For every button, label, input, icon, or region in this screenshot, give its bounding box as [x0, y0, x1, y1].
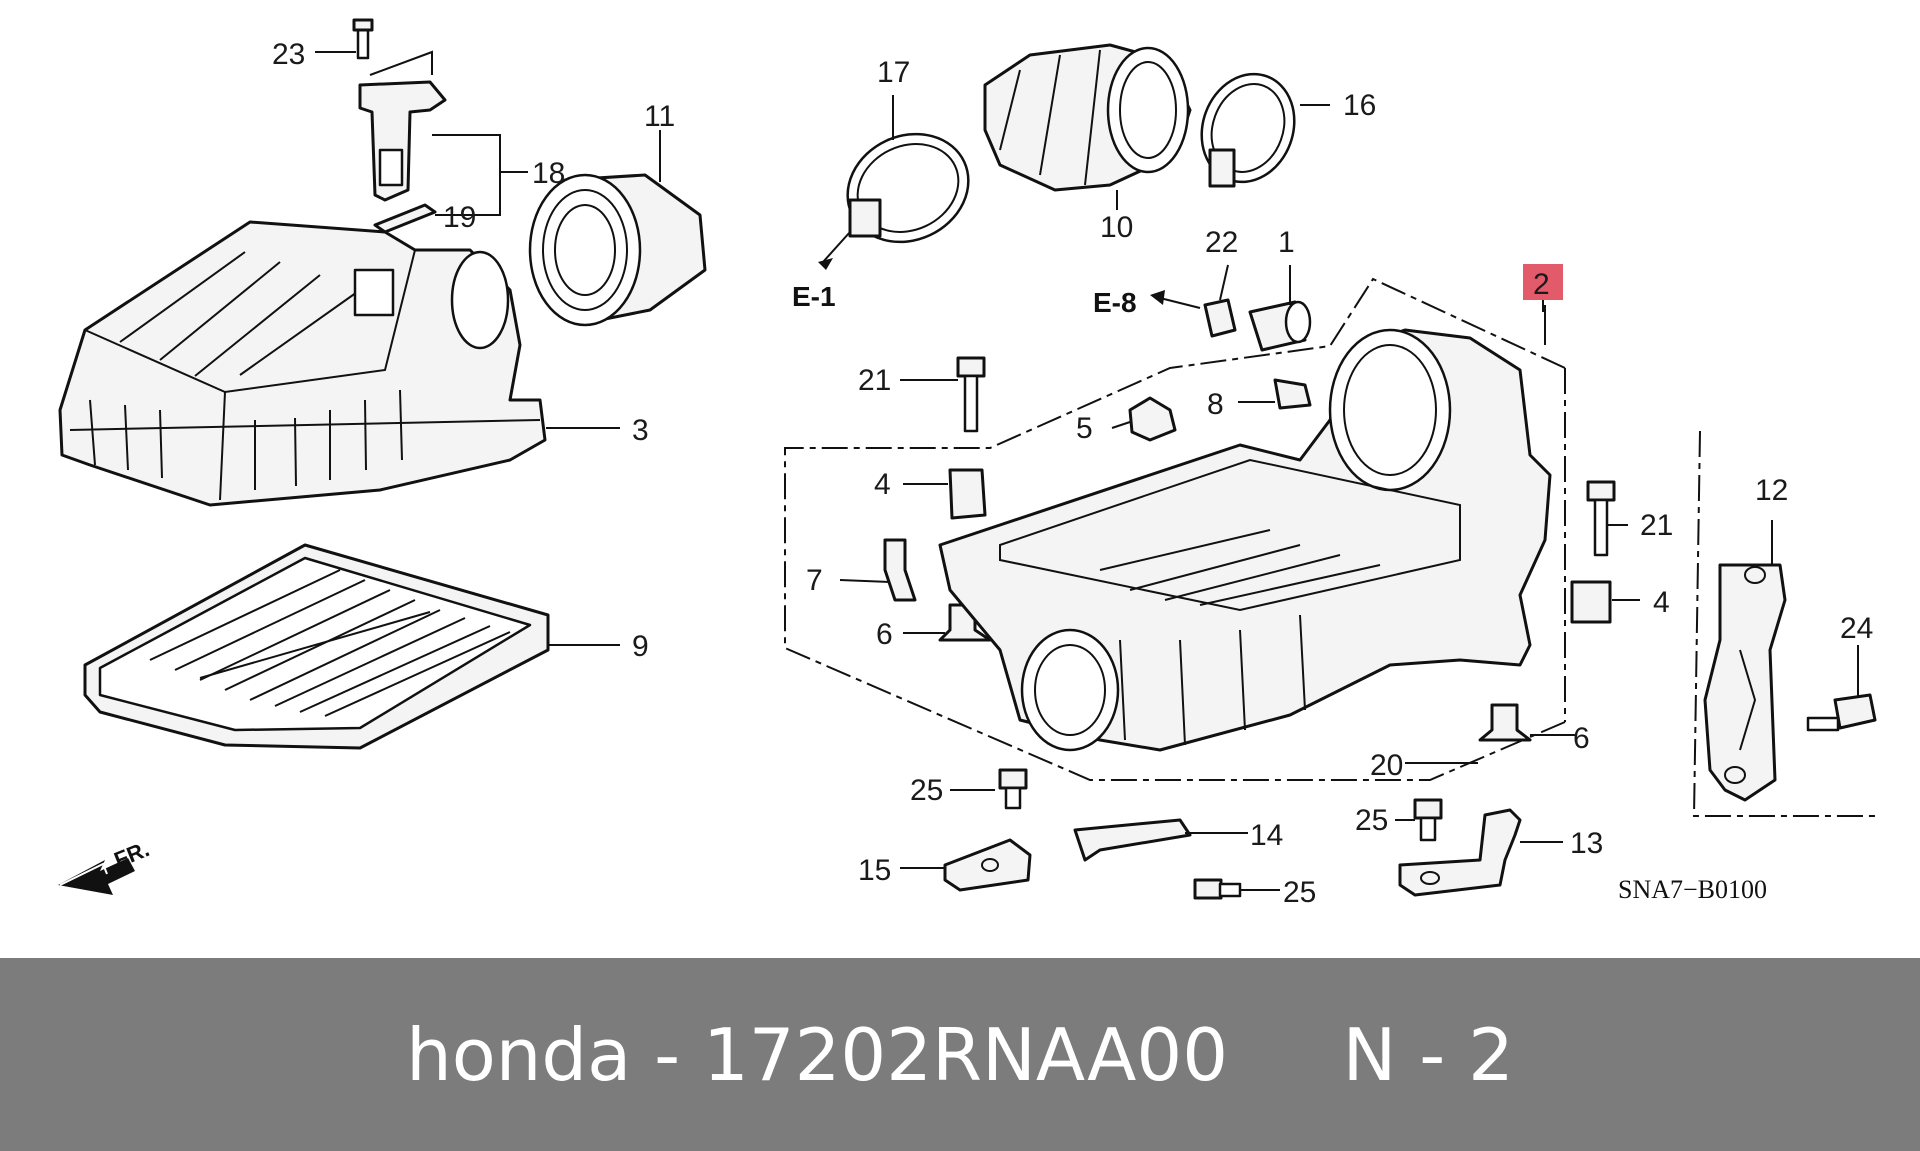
callout-11: 11	[644, 100, 675, 133]
assembly-outline-2	[784, 277, 1566, 781]
air-flow-sensor	[352, 18, 447, 234]
callout-6-left: 6	[876, 618, 893, 651]
reference-e8: E-8	[1093, 287, 1137, 318]
callout-23: 23	[272, 38, 305, 71]
hose-band-17	[846, 132, 970, 244]
callout-10: 10	[1100, 211, 1133, 244]
callout-13: 13	[1570, 827, 1603, 860]
reference-e1: E-1	[792, 281, 836, 312]
callout-4-right: 4	[1653, 586, 1670, 619]
assembly-outline-12	[1692, 430, 1878, 817]
callout-5: 5	[1076, 412, 1093, 445]
air-cleaner-case	[938, 328, 1552, 752]
bolts	[956, 356, 1877, 900]
callout-4-left: 4	[874, 468, 891, 501]
callout-1: 1	[1278, 226, 1295, 259]
front-direction-arrow-icon	[58, 858, 135, 895]
callout-16: 16	[1343, 89, 1376, 122]
callout-24: 24	[1840, 612, 1873, 645]
callout-12: 12	[1755, 474, 1788, 507]
callout-21-left: 21	[858, 364, 891, 397]
parts-diagram: 23 18 19 11 3 9 17 10 16 22 1 2 21 8 5 4…	[58, 18, 1878, 909]
air-cleaner-cover	[58, 220, 547, 507]
small-parts-upper	[883, 298, 1612, 742]
reference-arrows	[818, 231, 1201, 309]
callout-2: 2	[1533, 268, 1550, 301]
callout-3: 3	[632, 414, 649, 447]
callout-21-right: 21	[1640, 509, 1673, 542]
leader-lines	[315, 50, 1859, 891]
callout-9: 9	[632, 630, 649, 663]
callout-22: 22	[1205, 226, 1238, 259]
callout-18: 18	[532, 157, 565, 190]
part-number-caption: honda - 17202RNAA00 N - 2	[406, 1012, 1514, 1097]
callout-8: 8	[1207, 388, 1224, 421]
callout-20: 20	[1370, 749, 1403, 782]
inlet-tube	[528, 173, 707, 327]
front-label: FR.	[111, 836, 153, 872]
air-filter-element	[83, 543, 550, 750]
callout-2-highlight	[1523, 264, 1563, 300]
bracket-12	[1703, 563, 1787, 802]
brackets-lower	[943, 808, 1522, 897]
footer-bar: honda - 17202RNAA00 N - 2	[0, 958, 1920, 1151]
callout-15: 15	[858, 854, 891, 887]
callout-6-right: 6	[1573, 722, 1590, 755]
intake-duct	[983, 43, 1192, 192]
callout-25-middle: 25	[1355, 804, 1388, 837]
callout-19: 19	[443, 201, 476, 234]
callout-25-left: 25	[910, 774, 943, 807]
hose-band-16	[1200, 72, 1296, 188]
callout-25-bottom: 25	[1283, 876, 1316, 909]
callout-7: 7	[806, 564, 823, 597]
callout-14: 14	[1250, 819, 1283, 852]
diagram-code: SNA7−B0100	[1618, 875, 1767, 904]
callout-17: 17	[877, 56, 910, 89]
